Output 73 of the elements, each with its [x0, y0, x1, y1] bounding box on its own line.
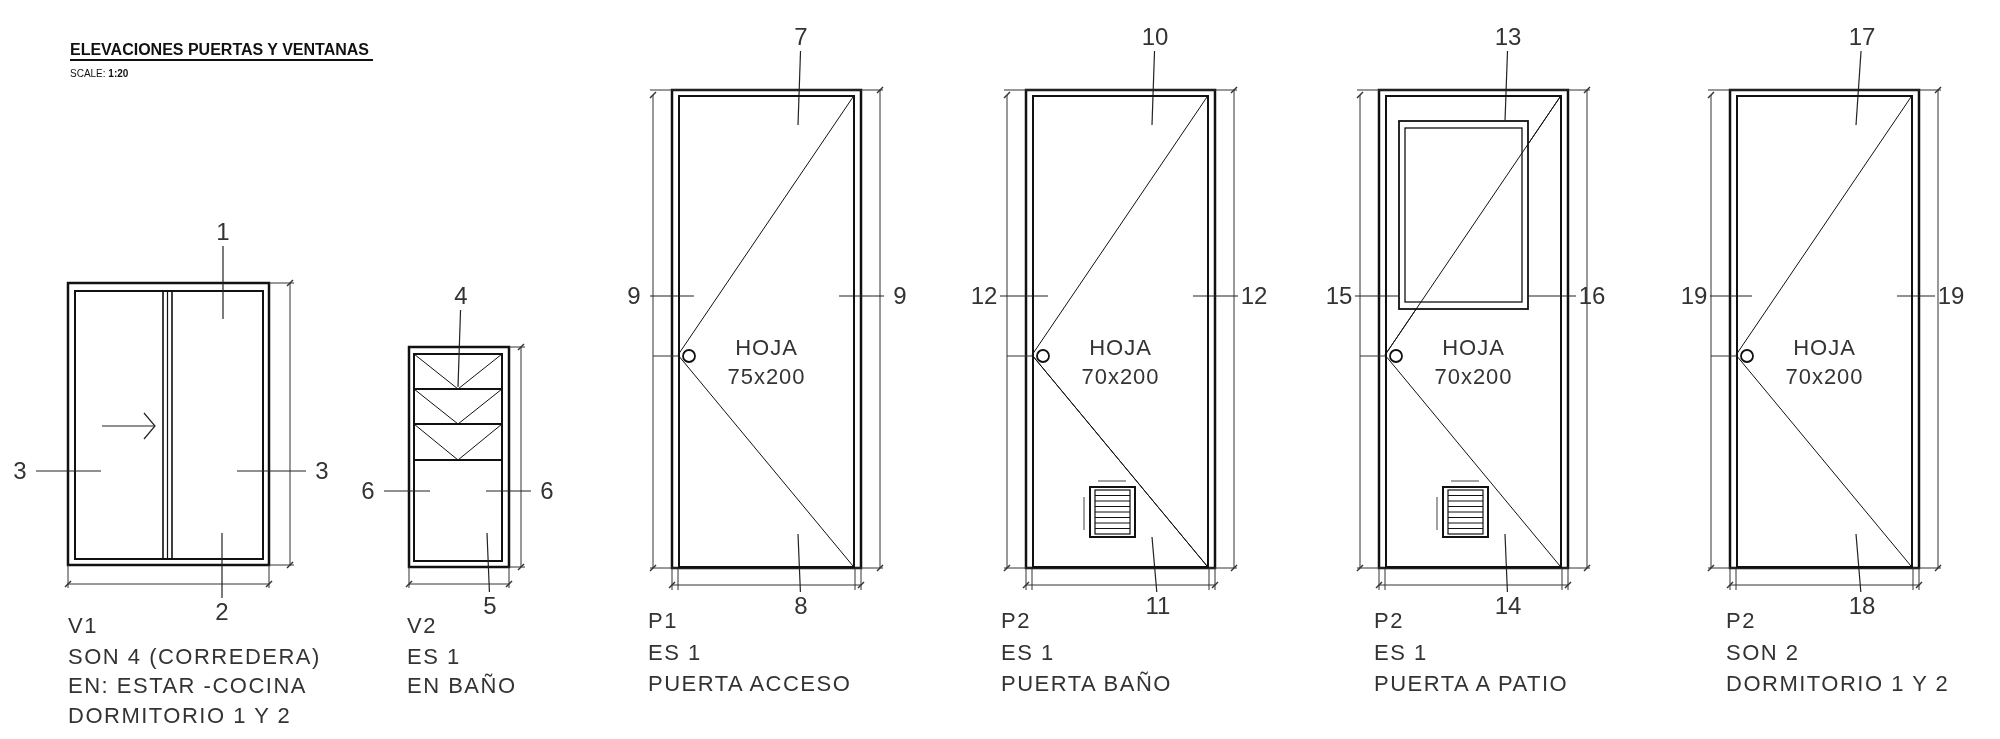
door-size-label: HOJA 75x200	[726, 334, 807, 391]
leader-line	[383, 490, 431, 492]
callout-number: 4	[445, 282, 477, 310]
caption-text: DORMITORIO 1 Y 2	[68, 703, 292, 729]
callout-number: 16	[1576, 282, 1608, 310]
leader-line	[221, 532, 223, 599]
callout-number: 9	[618, 282, 650, 310]
caption-text: DORMITORIO 1 Y 2	[1726, 671, 1950, 697]
callout-number: 15	[1323, 282, 1355, 310]
caption-text: PUERTA BAÑO	[1001, 671, 1172, 697]
callout-number: 7	[785, 23, 817, 51]
callout-number: 6	[531, 477, 563, 505]
callout-number: 17	[1846, 23, 1878, 51]
leader-line	[457, 309, 462, 388]
callout-number: 5	[474, 592, 506, 620]
leader-line	[1192, 295, 1239, 297]
leader-line	[1855, 50, 1862, 126]
caption-text: EN: ESTAR -COCINA	[68, 673, 307, 699]
caption-text: P2	[1374, 608, 1404, 634]
leader-line	[649, 295, 695, 297]
leader-line	[797, 50, 802, 126]
callout-number: 2	[206, 598, 238, 626]
callout-number: 9	[884, 282, 916, 310]
leader-line	[485, 490, 532, 492]
leader-line	[236, 470, 307, 472]
caption-text: ES 1	[407, 644, 461, 670]
caption-text: PUERTA ACCESO	[648, 671, 852, 697]
leader-line	[1354, 295, 1400, 297]
callout-number: 11	[1142, 592, 1174, 620]
caption-text: V1	[68, 613, 98, 639]
caption-text: EN BAÑO	[407, 673, 517, 699]
leader-line	[1896, 295, 1936, 297]
callout-number: 14	[1492, 592, 1524, 620]
callout-number: 10	[1139, 23, 1171, 51]
caption-text: P1	[648, 608, 678, 634]
scale-note: SCALE: 1:20	[70, 68, 129, 80]
leader-line	[1151, 50, 1156, 126]
leader-line	[1527, 295, 1577, 297]
callout-number: 3	[306, 457, 338, 485]
door-size-label: HOJA 70x200	[1433, 334, 1514, 391]
callout-number: 19	[1935, 282, 1967, 310]
caption-text: P2	[1001, 608, 1031, 634]
caption-text: SON 4 (CORREDERA)	[68, 644, 321, 670]
callout-number: 12	[968, 282, 1000, 310]
caption-text: ES 1	[648, 640, 702, 666]
leader-line	[35, 470, 102, 472]
callout-number: 18	[1846, 592, 1878, 620]
leader-line	[1504, 50, 1509, 122]
leader-line	[838, 295, 885, 297]
door-size-label: HOJA 70x200	[1080, 334, 1161, 391]
leader-line	[486, 532, 491, 593]
drawing-title: ELEVACIONES PUERTAS Y VENTANAS	[70, 41, 373, 61]
leader-line	[1151, 536, 1158, 593]
caption-text: P2	[1726, 608, 1756, 634]
leader-line	[1504, 533, 1508, 593]
callout-number: 6	[352, 477, 384, 505]
callout-number: 3	[4, 457, 36, 485]
callout-number: 1	[207, 218, 239, 246]
callout-number: 19	[1678, 282, 1710, 310]
caption-text: V2	[407, 613, 437, 639]
leader-line	[999, 295, 1049, 297]
caption-text: ES 1	[1001, 640, 1055, 666]
callout-number: 12	[1238, 282, 1270, 310]
door-size-label: HOJA 70x200	[1784, 334, 1865, 391]
caption-text: SON 2	[1726, 640, 1800, 666]
callout-number: 8	[785, 592, 817, 620]
leader-line	[222, 245, 224, 320]
caption-text: PUERTA A PATIO	[1374, 671, 1569, 697]
leader-line	[1855, 533, 1862, 593]
callout-number: 13	[1492, 23, 1524, 51]
caption-text: ES 1	[1374, 640, 1428, 666]
leader-line	[797, 533, 801, 593]
leader-line	[1709, 295, 1753, 297]
